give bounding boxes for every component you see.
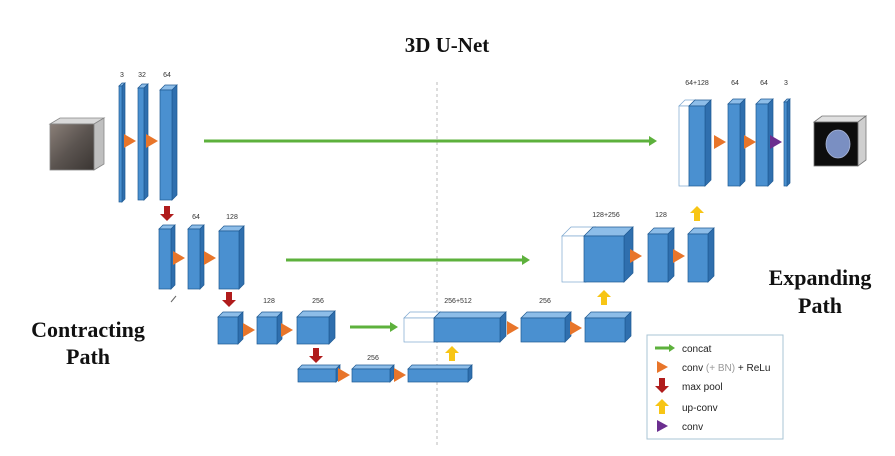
expanding-label-line2: Path <box>798 293 842 318</box>
contracting-label-line1: Contracting <box>31 317 145 342</box>
block-d2-up <box>583 226 634 283</box>
conv-arrow-l3-b <box>281 323 293 337</box>
expanding-label-line1: Expanding <box>769 265 872 290</box>
block-l4-conv2 <box>407 364 473 383</box>
legend-box <box>646 334 784 440</box>
label-level1-in: 3 <box>120 72 124 79</box>
block-l3-pool <box>217 311 244 345</box>
final-conv-arrow <box>770 135 782 149</box>
legend-final-conv-icon <box>657 420 668 432</box>
label-dec1-concat: 64+128 <box>685 80 709 87</box>
conv-arrow-d1-a <box>714 135 726 149</box>
legend: concat conv (+ BN) + ReLu max pool up-co… <box>646 334 784 440</box>
block-l2-conv3 <box>218 225 245 290</box>
label-level2-b: 128 <box>226 214 238 221</box>
conv-arrow-d3-a <box>507 321 519 335</box>
legend-maxpool-icon <box>655 378 669 393</box>
block-d1-conv1 <box>727 98 746 187</box>
concat-arrow-level1 <box>204 136 657 146</box>
label-level4: 256 <box>367 355 379 362</box>
legend-conv-relu-icon <box>657 361 668 373</box>
diagram-title: 3D U-Net <box>405 33 490 57</box>
label-dec1-a: 64 <box>731 80 739 87</box>
legend-maxpool: max pool <box>682 382 723 393</box>
conv-arrow-l3-a <box>243 323 255 337</box>
label-dec3-concat: 256+512 <box>444 298 472 305</box>
block-l3-conv2 <box>296 310 336 345</box>
block-d3-up <box>433 311 507 343</box>
output-volume-icon <box>812 115 868 167</box>
contracting-label-line2: Path <box>66 344 110 369</box>
label-dec2-out: 128 <box>655 212 667 219</box>
upconv-arrow-1 <box>445 346 459 361</box>
block-l2-conv2 <box>187 224 205 290</box>
conv-arrow-l4-a <box>338 368 350 382</box>
block-d2-conv2 <box>687 227 715 283</box>
maxpool-arrow-2 <box>222 292 236 307</box>
input-volume-icon <box>48 117 106 171</box>
upconv-arrow-2 <box>597 290 611 305</box>
legend-upconv: up-conv <box>682 403 718 414</box>
label-level3-b: 256 <box>312 298 324 305</box>
block-l3-conv1 <box>256 311 283 345</box>
legend-conv-relu: conv (+ BN) + ReLu <box>682 363 770 374</box>
maxpool-arrow-3 <box>309 348 323 363</box>
label-level2-a: 64 <box>192 214 200 221</box>
legend-concat-icon <box>655 344 675 352</box>
conv-arrow-d1-b <box>744 135 756 149</box>
label-level3-a: 128 <box>263 298 275 305</box>
concat-arrow-level2 <box>286 255 530 265</box>
block-d2-conv1 <box>647 227 675 283</box>
conv-arrow-l2-a <box>173 251 185 265</box>
block-d1-up <box>688 99 712 187</box>
conv-arrow-l1-b <box>146 134 158 148</box>
label-dec3-out: 256 <box>539 298 551 305</box>
upconv-arrow-3 <box>690 206 704 221</box>
conv-arrow-d3-b <box>570 321 582 335</box>
block-d3-conv1 <box>520 311 572 343</box>
block-l2-conv1 <box>158 224 176 290</box>
arrows <box>124 134 782 382</box>
legend-upconv-icon <box>655 399 669 414</box>
conv-arrow-l4-b <box>394 368 406 382</box>
pencil-icon <box>170 295 177 303</box>
label-dec1-out: 3 <box>784 80 788 87</box>
block-d3-conv2 <box>584 311 632 343</box>
maxpool-arrow-1 <box>160 206 174 221</box>
conv-arrow-d2-a <box>630 249 642 263</box>
block-l1-conv2 <box>159 84 178 201</box>
label-dec1-b: 64 <box>760 80 768 87</box>
label-level1-b: 64 <box>163 72 171 79</box>
legend-concat: concat <box>682 344 712 355</box>
conv-arrow-l2-b <box>204 251 216 265</box>
conv-arrow-d2-b <box>673 249 685 263</box>
block-l4-conv1 <box>351 364 395 383</box>
channel-labels: 3 32 64 64 128 128 256 256 256+512 256 1… <box>120 72 788 362</box>
concat-arrow-level3 <box>350 322 398 332</box>
conv-arrow-l1-a <box>124 134 136 148</box>
block-l1-input <box>118 82 126 203</box>
feature-blocks <box>118 82 791 383</box>
block-l4-pool <box>297 364 341 383</box>
block-d1-out <box>783 98 791 187</box>
label-level1-a: 32 <box>138 72 146 79</box>
label-dec2-concat: 128+256 <box>592 212 620 219</box>
legend-final-conv: conv <box>682 422 703 433</box>
